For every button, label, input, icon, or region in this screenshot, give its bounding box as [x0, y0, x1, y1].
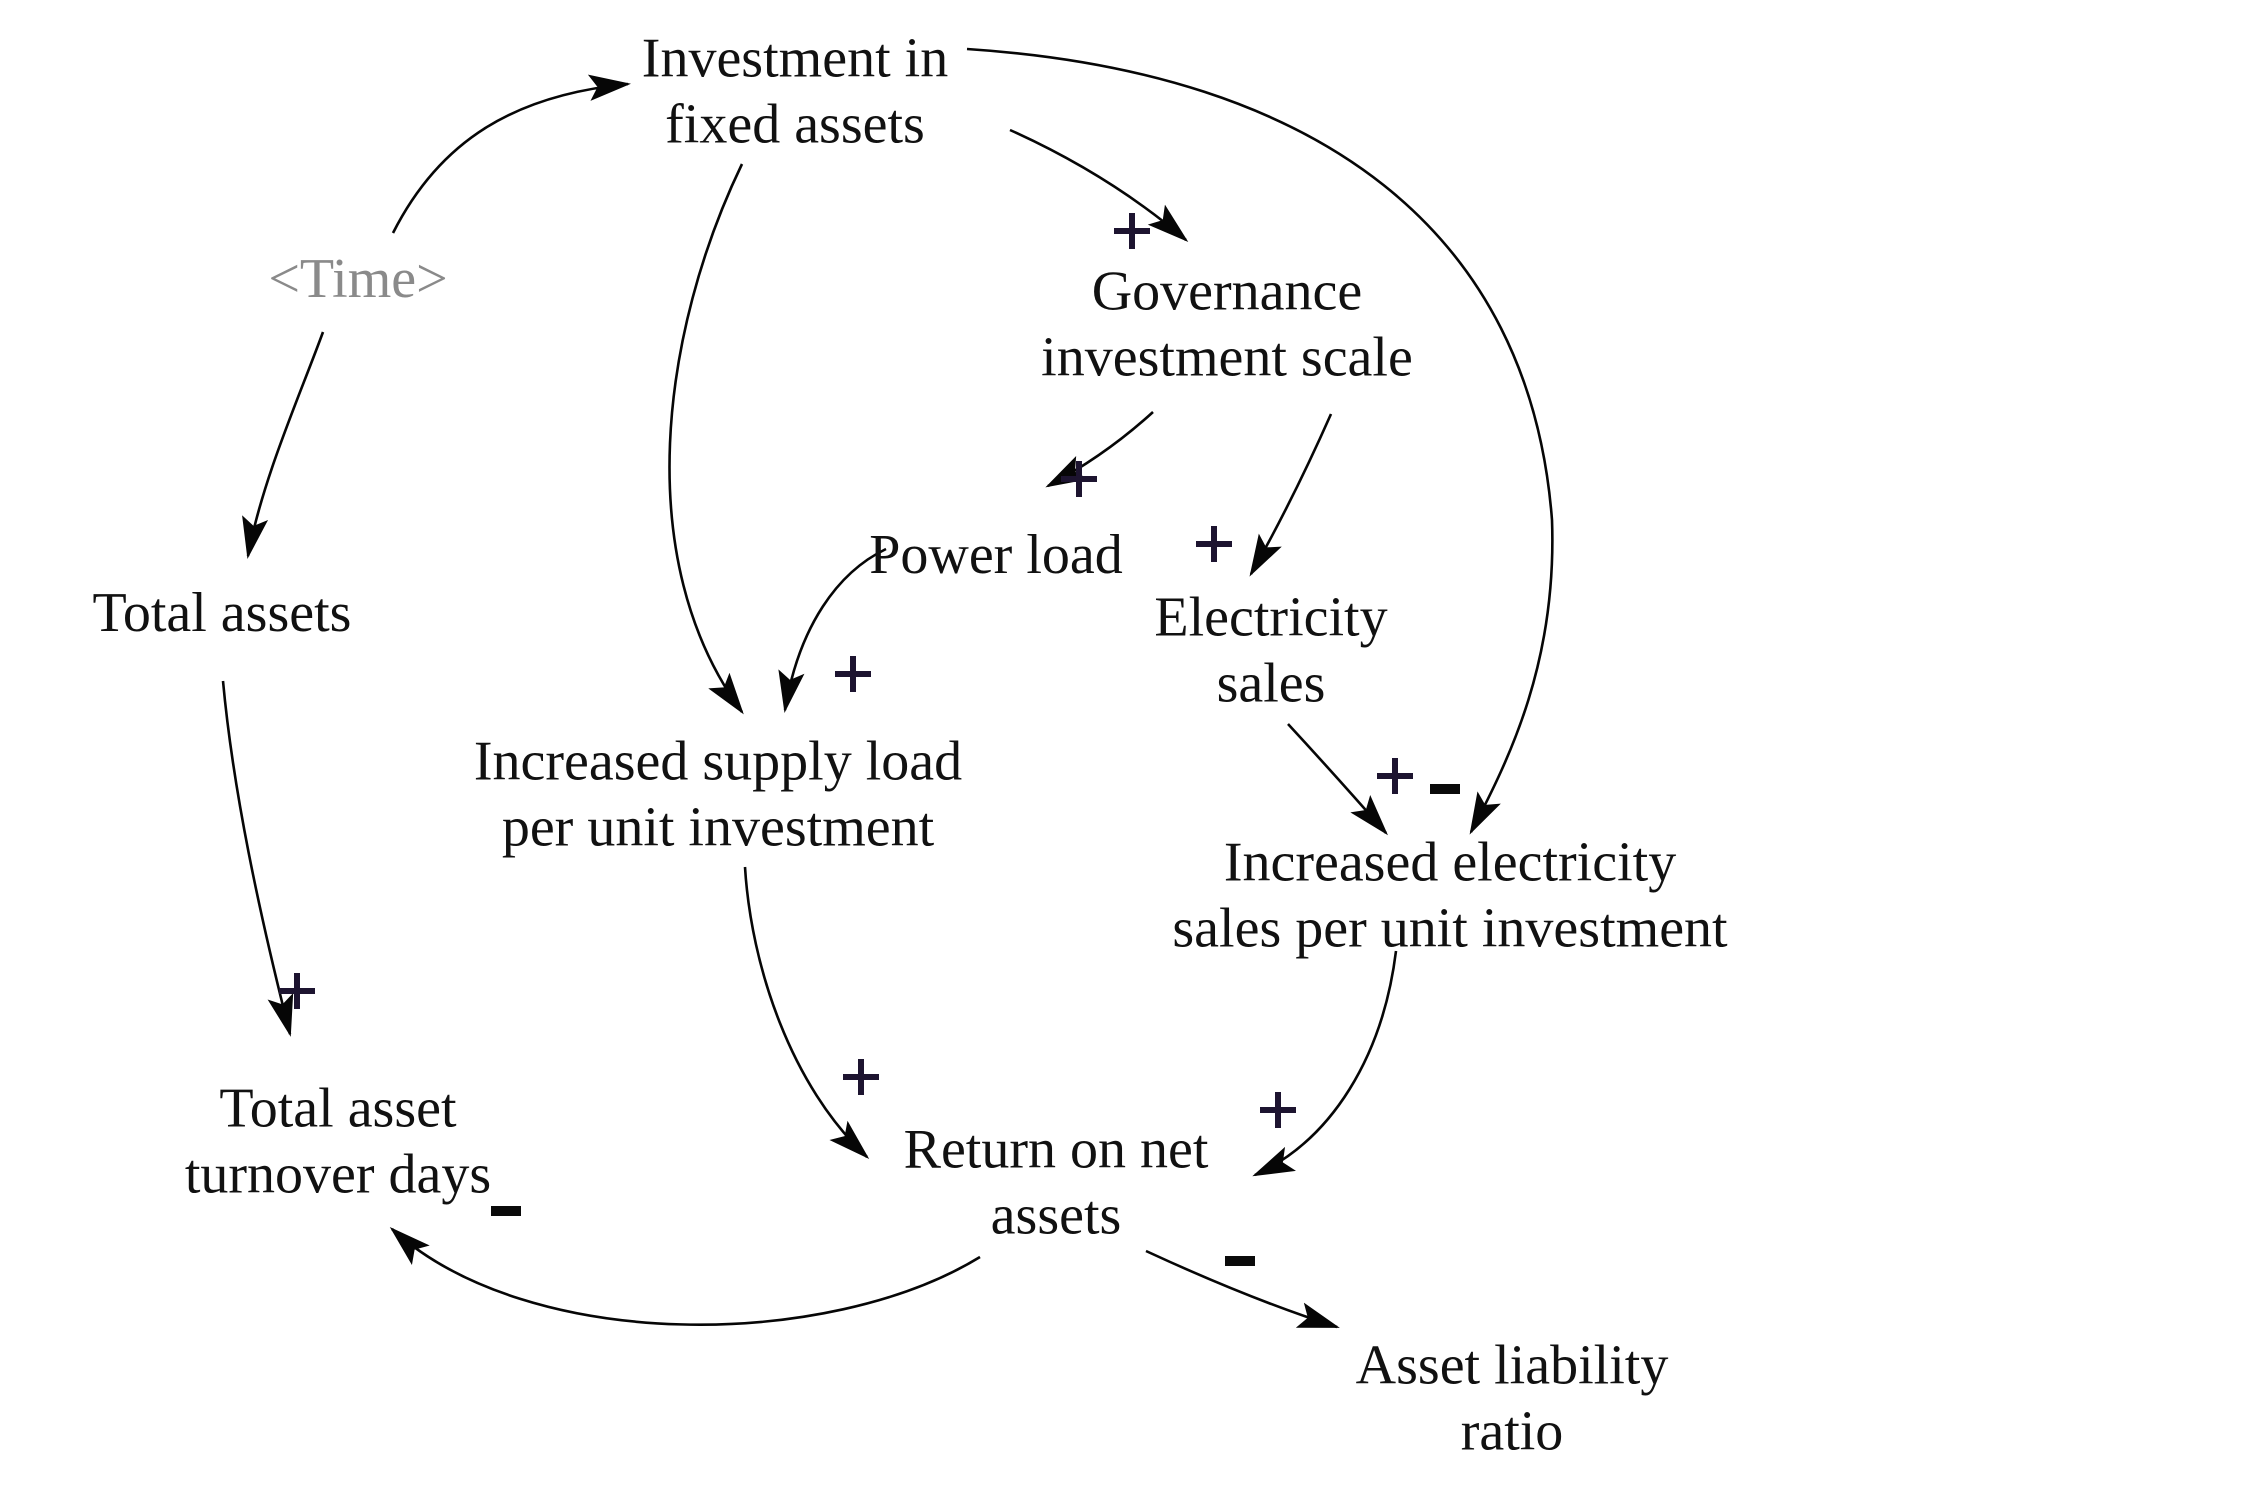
edge-return-on-net-assets-to-asset-liability-ratio: [1145, 1249, 1340, 1329]
sign-plus-increased-supply-load-to-return-on-net-assets: [843, 1059, 879, 1095]
sign-plus-total-assets-to-total-asset-turnover-days: [279, 973, 315, 1009]
sign-plus-increased-electricity-sales-to-return-on-net-assets: [1260, 1092, 1296, 1128]
edge-governance-to-electricity-sales: [1249, 413, 1333, 577]
sign-minus-return-on-net-assets-to-asset-liability-ratio: [1225, 1256, 1255, 1266]
sign-plus-governance-to-electricity-sales: [1196, 526, 1232, 562]
edge-increased-electricity-sales-to-return-on-net-assets: [1252, 950, 1398, 1177]
edge-investment-to-governance-investment-scale: [1009, 128, 1189, 242]
sign-minus-return-on-net-assets-to-total-asset-turnover-days: [491, 1206, 521, 1216]
sign-plus-electricity-sales-to-increased-electricity-sales: [1377, 758, 1413, 794]
sign-plus-power-load-to-increased-supply-load: [835, 656, 871, 692]
edge-power-load-to-increased-supply-load: [778, 547, 887, 713]
edges-group: [221, 47, 1554, 1329]
edge-investment-to-increased-electricity-sales: [966, 47, 1554, 835]
edge-governance-to-power-load: [1045, 411, 1154, 488]
edge-time-to-total-assets: [242, 331, 325, 559]
edge-increased-supply-load-to-return-on-net-assets: [743, 866, 870, 1160]
sign-minus-investment-to-increased-electricity-sales: [1430, 784, 1460, 794]
edge-investment-to-increased-supply-load: [668, 163, 744, 715]
signs-group: [279, 213, 1460, 1266]
sign-plus-governance-to-power-load: [1061, 461, 1097, 497]
edge-electricity-sales-to-increased-electricity-sales: [1287, 723, 1388, 836]
edge-time-to-investment-in-fixed-assets: [391, 74, 631, 234]
edge-return-on-net-assets-to-total-asset-turnover-days: [389, 1226, 981, 1326]
edge-total-assets-to-total-asset-turnover-days: [221, 680, 294, 1037]
sign-plus-investment-to-governance-investment-scale: [1114, 213, 1150, 249]
